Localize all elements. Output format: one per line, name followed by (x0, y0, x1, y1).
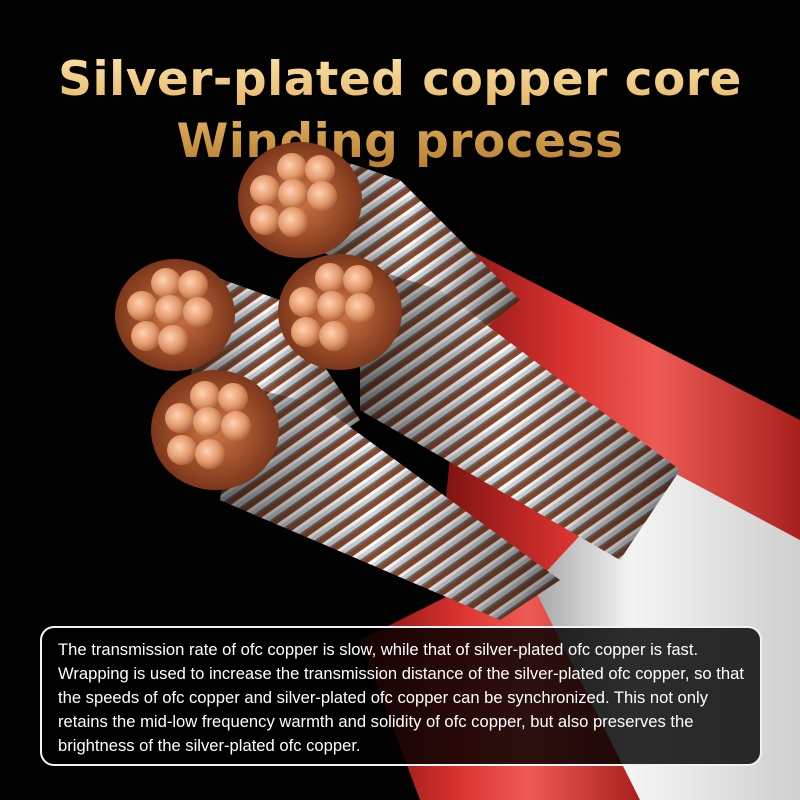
copper-bundle-middle (278, 254, 402, 370)
description-panel: The transmission rate of ofc copper is s… (40, 626, 762, 766)
conductor-shafts (190, 160, 680, 620)
description-text: The transmission rate of ofc copper is s… (58, 640, 744, 755)
copper-bundle-front (151, 370, 279, 490)
copper-bundle-left (115, 259, 235, 371)
copper-bundle-top (238, 142, 362, 258)
